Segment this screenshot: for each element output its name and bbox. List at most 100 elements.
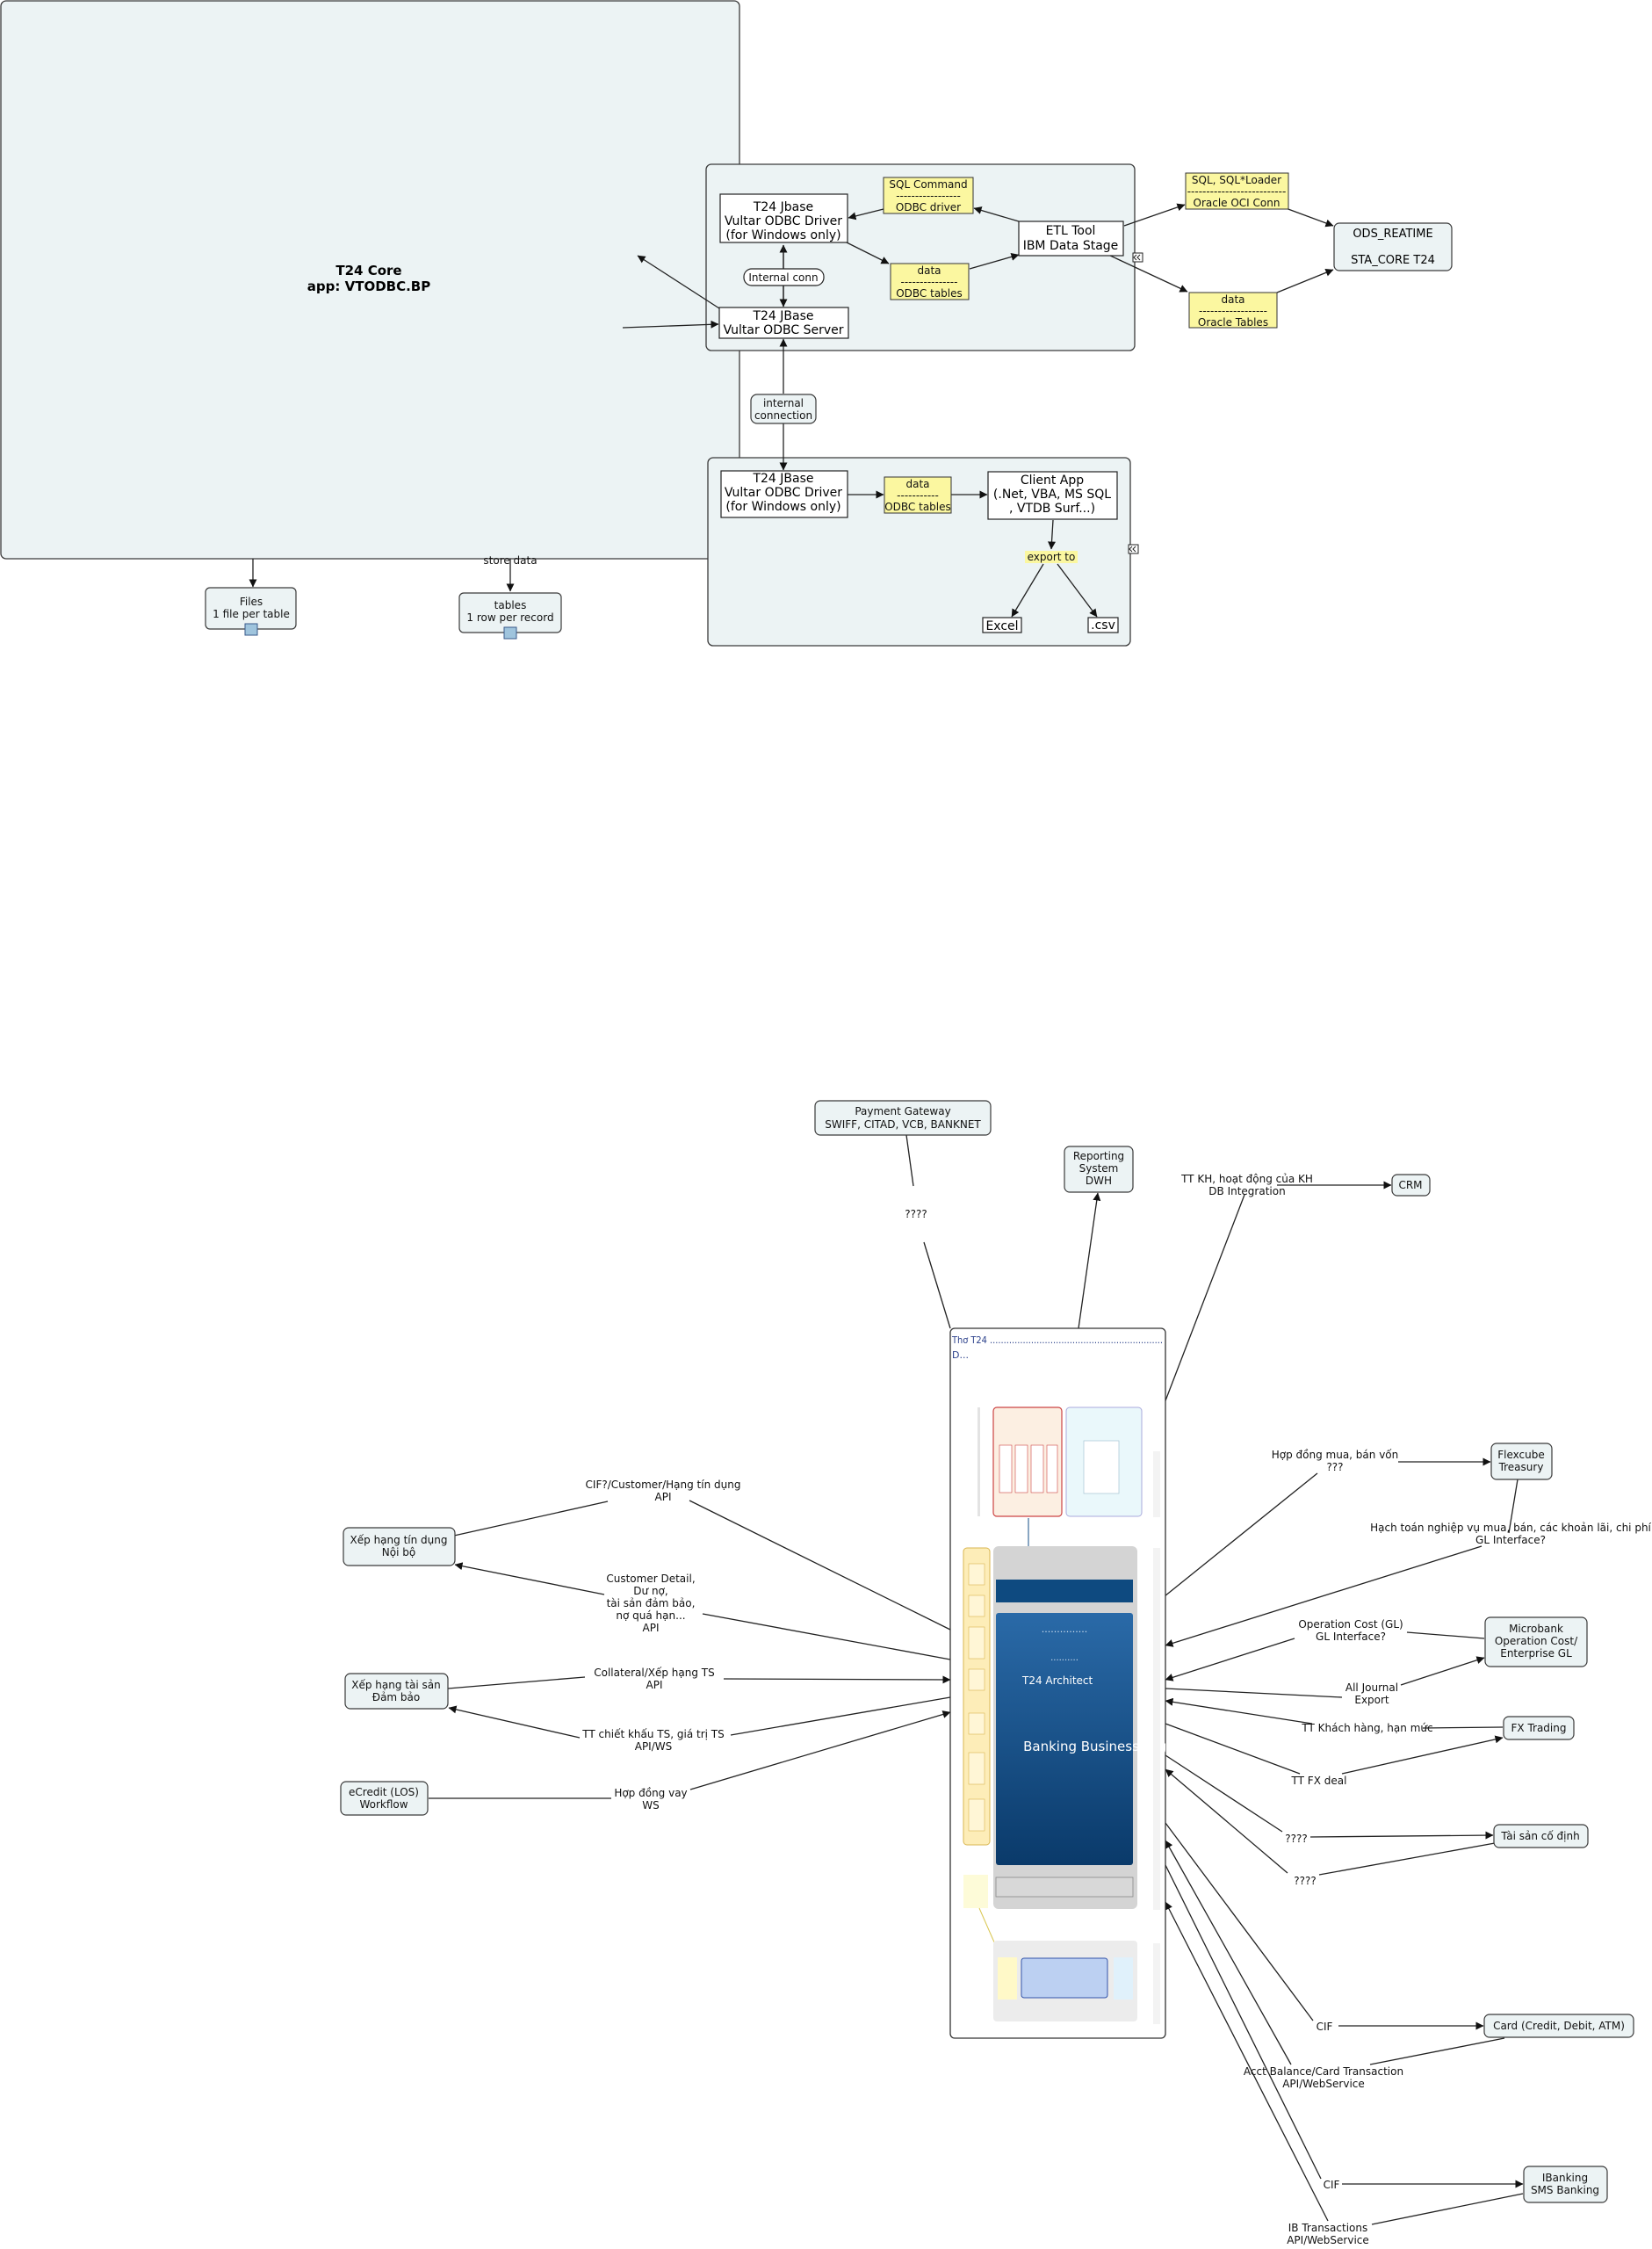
ib-transactions-label: API/WebService — [1287, 2234, 1369, 2246]
svg-text:CRM: CRM — [1398, 1179, 1422, 1191]
internal-conn-node[interactable]: Internal conn — [743, 268, 825, 286]
client-jbase-driver-node[interactable]: T24 JBase Vultar ODBC Driver (for Window… — [720, 470, 848, 518]
edge-flexcube-gl — [1508, 1479, 1519, 1534]
svg-text:export to: export to — [1028, 551, 1076, 563]
svg-text:SWIFF, CITAD, VCB, BANKNET: SWIFF, CITAD, VCB, BANKNET — [825, 1118, 981, 1131]
svg-text:ETL Tool: ETL Tool — [1046, 224, 1096, 238]
jbase-driver-node[interactable]: T24 Jbase Vultar ODBC Driver (for Window… — [719, 193, 848, 243]
microbank-node[interactable]: Microbank Operation Cost/ Enterprise GL — [1484, 1616, 1588, 1667]
collapse-icon[interactable] — [1132, 252, 1143, 263]
svg-text:------------------: ------------------ — [1199, 305, 1267, 317]
data-odbc-node[interactable]: data --------------- ODBC tables — [890, 263, 970, 300]
xhtd-detail-label: API — [643, 1622, 660, 1634]
svg-text:.csv: .csv — [1091, 618, 1115, 633]
edge-to-crm — [1164, 1194, 1245, 1404]
edge-server-to-core — [637, 255, 720, 309]
internal-connection-node[interactable]: internal connection — [750, 394, 817, 424]
xep-hang-tin-dung-node[interactable]: Xếp hạng tín dụng Nội bộ — [343, 1527, 456, 1566]
edge-etl-to-oracle — [1107, 254, 1188, 293]
fx-trading-node[interactable]: FX Trading — [1503, 1716, 1575, 1740]
export-to-node[interactable]: export to — [1025, 551, 1078, 563]
edge-to-reporting — [1078, 1192, 1101, 1329]
xhtd-detail-label: nợ quá hạn... — [616, 1609, 685, 1622]
edge-data-to-etl — [969, 253, 1020, 270]
flexcube-edge-label: ??? — [1326, 1461, 1343, 1473]
svg-text:---------------: --------------- — [901, 276, 958, 288]
client-app-node[interactable]: Client App (.Net, VBA, MS SQL , VTDB Sur… — [987, 471, 1118, 520]
tscd-edge-label: ???? — [1285, 1833, 1307, 1845]
t24-core-box[interactable]: T24 Core app: VTODBC.BP — [0, 0, 740, 560]
files-node[interactable]: Files 1 file per table — [205, 587, 297, 636]
edge-xhtd-detail — [702, 1613, 951, 1660]
ecredit-node[interactable]: eCredit (LOS) Workflow — [340, 1781, 429, 1816]
excel-node[interactable]: Excel — [982, 617, 1022, 633]
svg-text:, VTDB Surf...): , VTDB Surf...) — [1009, 502, 1095, 516]
xhts-collateral-label: Collateral/Xếp hạng TS — [594, 1667, 714, 1679]
edge-xhts-collateral — [447, 1676, 586, 1689]
svg-text:FX Trading: FX Trading — [1511, 1722, 1567, 1734]
xhtd-cif-label: CIF?/Customer/Hạng tín dụng — [586, 1479, 741, 1491]
svg-text:ODBC tables: ODBC tables — [896, 287, 963, 300]
jbase-server-node[interactable]: T24 JBase Vultar ODBC Server — [718, 307, 849, 339]
flexcube-edge-label: Hợp đồng mua, bán vốn — [1272, 1449, 1399, 1461]
sql-loader-node[interactable]: SQL, SQL*Loader ------------------------… — [1185, 172, 1289, 210]
reporting-node[interactable]: Reporting System DWH — [1064, 1146, 1134, 1193]
svg-text:Vultar ODBC Driver: Vultar ODBC Driver — [725, 486, 842, 500]
crm-node[interactable]: CRM — [1391, 1174, 1431, 1197]
architect-center-label: Banking Business Logic — [1023, 1739, 1178, 1754]
edge-tscd-2 — [1318, 1842, 1496, 1876]
edge-xhtd-cif — [453, 1501, 609, 1537]
sql-command-node[interactable]: SQL Command ----------------- ODBC drive… — [883, 177, 974, 214]
data-oracle-node[interactable]: data ------------------ Oracle Tables — [1188, 292, 1278, 329]
svg-text:Reporting: Reporting — [1073, 1150, 1124, 1162]
journal-export-label: All Journal — [1345, 1681, 1398, 1694]
svg-text:ODS_REATIME: ODS_REATIME — [1353, 228, 1432, 241]
tscd-edge-label: ???? — [1294, 1875, 1316, 1887]
edge-core-to-server — [622, 320, 719, 329]
edge-ib-transactions — [1165, 1901, 1329, 2222]
xhtd-detail-label: tài sản đảm bảo, — [607, 1597, 696, 1609]
svg-text:Flexcube: Flexcube — [1497, 1449, 1545, 1461]
image-icon — [503, 626, 517, 640]
svg-text:Payment Gateway: Payment Gateway — [855, 1105, 950, 1117]
tables-node[interactable]: tables 1 row per record — [458, 592, 562, 640]
svg-text:connection: connection — [754, 409, 812, 422]
collapse-icon[interactable] — [1128, 544, 1139, 554]
svg-text:Vultar ODBC Driver: Vultar ODBC Driver — [725, 214, 842, 228]
svg-text:Đảm bảo: Đảm bảo — [372, 1691, 420, 1703]
svg-text:-----------------: ----------------- — [896, 190, 961, 202]
xhtd-detail-label: Customer Detail, — [606, 1573, 695, 1585]
svg-text:Oracle OCI Conn: Oracle OCI Conn — [1194, 197, 1280, 209]
csv-node[interactable]: .csv — [1087, 617, 1119, 633]
ecredit-edge-label: Hợp đồng vay — [614, 1787, 687, 1799]
svg-text:Workflow: Workflow — [359, 1798, 408, 1811]
edge-flexcube-gl — [1165, 1545, 1482, 1647]
edge-card-cif — [1165, 1822, 1314, 2021]
client-data-odbc-node[interactable]: data ----------- ODBC tables — [884, 476, 952, 514]
card-node[interactable]: Card (Credit, Debit, ATM) — [1483, 2014, 1634, 2038]
svg-text:Thơ T24 ......................: Thơ T24 ................................… — [951, 1334, 1163, 1346]
microbank-edge-label: Operation Cost (GL) — [1298, 1618, 1403, 1631]
edge-xhtd-cif — [689, 1500, 951, 1631]
xhtd-detail-label: Dư nợ, — [633, 1585, 667, 1597]
svg-text:data: data — [917, 264, 941, 277]
t24-architect-panel[interactable]: Thơ T24 ................................… — [949, 1327, 1178, 2039]
ods-node[interactable]: ODS_REATIME STA_CORE T24 — [1333, 222, 1453, 271]
etl-tool-node[interactable]: ETL Tool IBM Data Stage — [1018, 221, 1124, 257]
edge-journal-export — [1400, 1656, 1485, 1686]
flexcube-gl-edge-label: Hạch toán nghiệp vụ mua, bán, các khoản … — [1370, 1522, 1651, 1534]
xep-hang-tai-san-node[interactable]: Xếp hạng tài sản Đảm bảo — [344, 1673, 449, 1710]
svg-text:(for Windows only): (for Windows only) — [725, 500, 840, 514]
ibanking-node[interactable]: IBanking SMS Banking — [1523, 2166, 1608, 2203]
tai-san-co-dinh-node[interactable]: Tài sản cố định — [1493, 1824, 1589, 1848]
svg-text:data: data — [1221, 293, 1244, 306]
ib-cif-label: CIF — [1324, 2179, 1340, 2191]
card-cif-label: CIF — [1317, 2021, 1333, 2033]
xhts-collateral-label: API — [646, 1679, 663, 1691]
edge-ib-cif — [1165, 1864, 1322, 2180]
edge-ecredit — [689, 1710, 951, 1790]
payment-gateway-node[interactable]: Payment Gateway SWIFF, CITAD, VCB, BANKN… — [814, 1100, 992, 1136]
core-title: T24 Core — [335, 263, 401, 278]
flexcube-node[interactable]: Flexcube Treasury — [1490, 1443, 1553, 1480]
